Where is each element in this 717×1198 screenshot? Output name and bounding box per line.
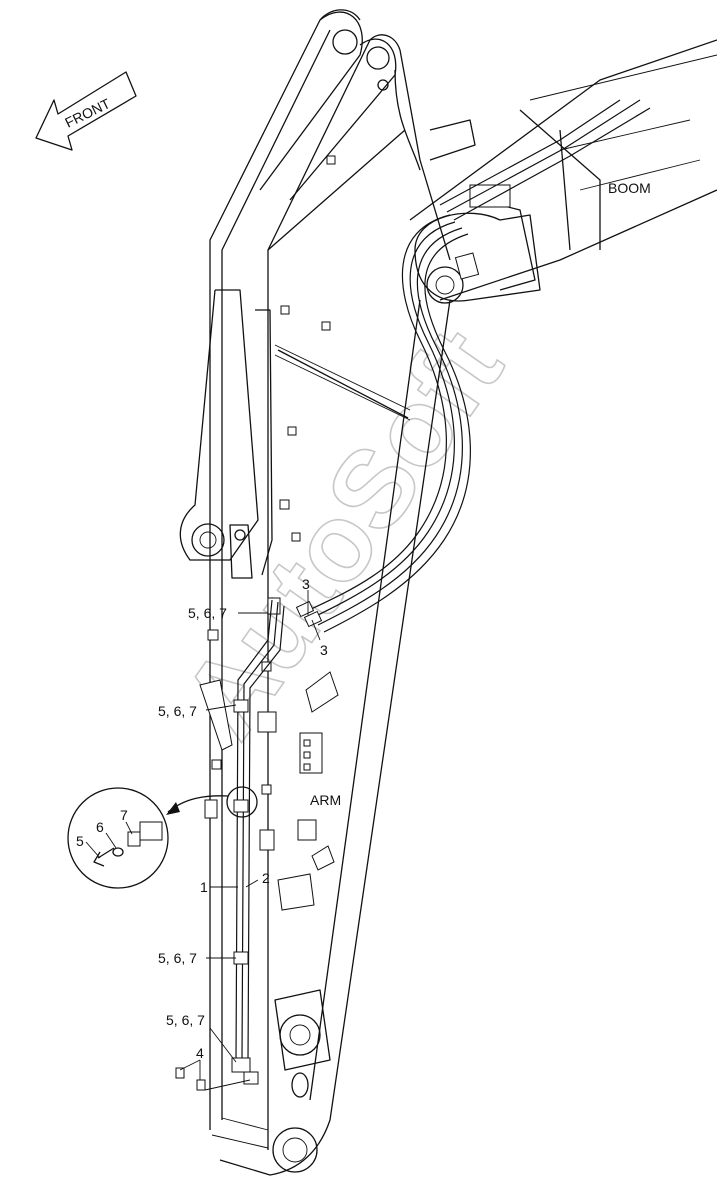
callout-4: 4 (196, 1045, 204, 1061)
callout-5-6-7-bottom: 5, 6, 7 (166, 1012, 205, 1028)
callout-2: 2 (262, 870, 270, 886)
callout-3a: 3 (302, 576, 310, 592)
front-label: FRONT (62, 95, 113, 131)
arm-label: ARM (310, 792, 341, 808)
callout-1: 1 (200, 879, 208, 895)
hydraulic-hoses (267, 99, 651, 633)
callout-5-6-7-upper: 5, 6, 7 (158, 703, 197, 719)
callout-7: 7 (120, 807, 128, 823)
callout-5-6-7-top: 5, 6, 7 (188, 605, 227, 621)
boom-structure (377, 39, 717, 304)
boom-label: BOOM (608, 180, 651, 196)
leader-lines (85, 590, 321, 1091)
arm-structure (179, 9, 451, 1176)
front-arrow-icon (35, 71, 137, 151)
callout-6: 6 (96, 819, 104, 835)
bolts-4 (175, 1067, 206, 1091)
callout-3b: 3 (320, 642, 328, 658)
callout-5-6-7-lower: 5, 6, 7 (158, 950, 197, 966)
clamp-detail-view (67, 786, 258, 889)
arm-pipes (231, 599, 285, 1085)
callout-5: 5 (76, 833, 84, 849)
